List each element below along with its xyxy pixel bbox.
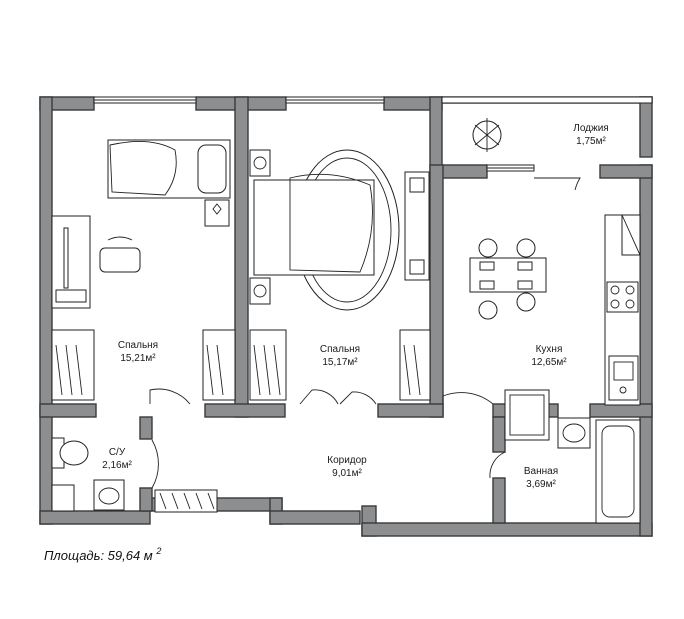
room-name: С/У xyxy=(109,447,126,458)
wardrobe-2b xyxy=(399,329,431,401)
toilet-icon xyxy=(51,437,89,469)
kitchen-sink-icon xyxy=(608,355,639,401)
walls xyxy=(39,96,653,537)
nightstand-1 xyxy=(204,199,230,227)
room-name: Коридор xyxy=(327,455,367,466)
bathtub-icon xyxy=(595,419,641,524)
dresser-2 xyxy=(404,171,430,281)
room-name: Лоджия xyxy=(573,123,608,134)
wardrobe-2a xyxy=(249,329,287,401)
room-label-wc: С/У 2,16м² xyxy=(102,447,132,471)
doors xyxy=(149,177,581,489)
room-label-kitchen: Кухня 12,65м² xyxy=(531,344,567,368)
room-area: 15,17м² xyxy=(322,357,358,368)
desk-1 xyxy=(51,215,91,309)
room-name: Кухня xyxy=(536,344,563,355)
room-label-bedroom-2: Спальня 15,17м² xyxy=(320,344,360,368)
total-area-text: Площадь: 59,64 м xyxy=(44,548,153,563)
room-label-bathroom: Ванная 3,69м² xyxy=(524,466,558,490)
wardrobe-1a xyxy=(51,329,95,401)
plant-icon xyxy=(472,118,502,152)
bed-oval xyxy=(253,149,400,311)
total-area-superscript: 2 xyxy=(155,546,161,556)
room-area: 1,75м² xyxy=(576,136,606,147)
wardrobe-1b xyxy=(202,329,236,401)
washing-machine-icon xyxy=(504,389,550,441)
room-name: Ванная xyxy=(524,466,558,477)
room-area: 15,21м² xyxy=(120,353,156,364)
room-area: 12,65м² xyxy=(531,357,567,368)
bed-single xyxy=(107,139,231,199)
room-area: 9,01м² xyxy=(332,468,362,479)
nightstand-2a xyxy=(249,149,271,177)
wc-shelf xyxy=(51,484,75,512)
room-label-bedroom-1: Спальня 15,21м² xyxy=(118,340,158,364)
washbasin-icon xyxy=(93,479,125,511)
corridor-wardrobe xyxy=(154,489,218,513)
room-area: 3,69м² xyxy=(526,479,556,490)
total-area: Площадь: 59,64 м 2 xyxy=(44,546,161,563)
room-label-loggia: Лоджия 1,75м² xyxy=(573,123,608,147)
svg-text:Площадь: 59,64 м 2: Площадь: 59,64 м 2 xyxy=(44,546,161,563)
room-area: 2,16м² xyxy=(102,460,132,471)
room-name: Спальня xyxy=(320,344,360,355)
windows xyxy=(93,96,653,172)
dining-table xyxy=(469,257,547,293)
dining-chairs xyxy=(478,238,536,320)
nightstand-2b xyxy=(249,277,271,305)
bath-sink-icon xyxy=(557,417,591,449)
room-name: Спальня xyxy=(118,340,158,351)
room-label-corridor: Коридор 9,01м² xyxy=(327,455,367,479)
office-chair xyxy=(99,236,141,273)
stove-icon xyxy=(606,281,639,313)
